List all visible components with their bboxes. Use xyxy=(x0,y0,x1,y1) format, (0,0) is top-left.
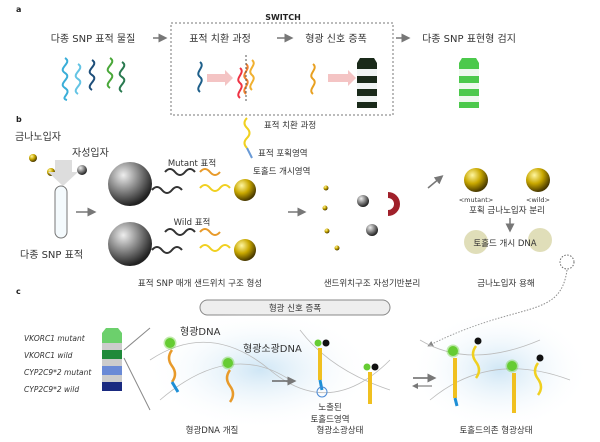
quench-dna-label: 형광소광DNA xyxy=(243,343,302,355)
exposed-label: 노출된 xyxy=(318,402,341,413)
dissolve-label: 금나노입자 용해 xyxy=(477,279,534,289)
toehold-dna-label: 토홀드 개시 DNA xyxy=(473,238,536,249)
toehold-region-label: 토홀드 개시영역 xyxy=(253,166,310,177)
panel-b-label: b xyxy=(16,115,22,124)
switch-label: SWITCH xyxy=(265,13,301,22)
magnetic-caption: 샌드위치구조 자성기반분리 xyxy=(324,278,421,289)
displaced-strands-icon xyxy=(237,55,255,102)
step-detection: 다종 SNP 표현형 검지 xyxy=(422,33,516,45)
down-arrow-icon xyxy=(48,160,78,186)
captured-gold-wild xyxy=(526,168,550,192)
signal-strand-icon xyxy=(310,63,316,95)
switch-box xyxy=(170,22,394,116)
displacement-title: 표적 치환 과정 xyxy=(264,120,316,131)
step-targets: 다종 SNP 표적 물질 xyxy=(51,33,136,45)
step-displacement: 표적 치환 과정 xyxy=(189,33,251,45)
mutant-tag: <mutant> xyxy=(459,196,494,204)
multi-target-label: 다종 SNP 표적 xyxy=(20,249,83,261)
dotted-arrow xyxy=(427,269,568,347)
fluor-dna-label: 형광DNA xyxy=(180,326,221,338)
gold-np-mutant xyxy=(234,179,256,201)
dissolved-gold-2 xyxy=(528,228,552,252)
mutant-target-label: Mutant 표적 xyxy=(168,158,216,169)
wild-target-label: Wild 표적 xyxy=(174,217,211,228)
caption-fluor-modification: 형광DNA 개질 xyxy=(186,425,239,436)
legend-vkorc1-wild: VKORC1 wild xyxy=(24,351,73,360)
fluorophore-icon xyxy=(163,336,177,350)
panel-a-label: a xyxy=(16,5,21,14)
panel-c-label: c xyxy=(16,287,21,296)
magnetic-np-icon xyxy=(77,165,87,175)
pink-arrow-icon-2 xyxy=(328,70,356,86)
legend-vkorc1-mutant: VKORC1 mutant xyxy=(24,334,86,343)
wild-tag: <wild> xyxy=(526,196,550,204)
gold-np-icon xyxy=(29,154,37,162)
gold-np-wild xyxy=(234,239,256,261)
toehold-area-label: 토홀드영역 xyxy=(310,414,349,425)
test-tube-icon xyxy=(54,185,68,239)
barcode-stack-icon xyxy=(102,328,122,391)
gold-np-label: 금나노입자 xyxy=(15,130,61,143)
sandwich-strands xyxy=(151,117,253,254)
amplification-label: 형광 신호 증폭 xyxy=(269,303,322,314)
separation-particles xyxy=(322,185,378,251)
dissolved-gold-1 xyxy=(464,230,488,254)
capture-region-label: 표적 포획영역 xyxy=(258,148,308,159)
legend-cyp2c9-wild: CYP2C9*2 wild xyxy=(24,385,79,394)
pink-arrow-icon xyxy=(207,70,233,86)
caption-toehold-fluor: 토홀드의존 형광상태 xyxy=(459,425,532,436)
captured-gold-mutant xyxy=(464,168,488,192)
legend-cyp2c9-mutant: CYP2C9*2 mutant xyxy=(24,368,92,377)
sandwich-caption: 표적 SNP 매개 샌드위치 구조 형성 xyxy=(138,278,262,289)
magnetic-np-label: 자성입자 xyxy=(72,146,109,159)
green-barcode-icon xyxy=(459,58,479,108)
caption-quenched: 형광소광상태 xyxy=(317,425,364,436)
dark-barcode-icon xyxy=(357,58,377,108)
fluorophore-icon-2 xyxy=(221,356,235,370)
magnet-icon xyxy=(388,192,400,216)
target-strands-icon xyxy=(61,57,126,101)
step-amplification: 형광 신호 증폭 xyxy=(305,33,367,45)
magnetic-bead-wild xyxy=(108,222,152,266)
separation-label: 포획 금나노입자 분리 xyxy=(469,205,545,216)
zoom-circle xyxy=(559,254,575,270)
magnetic-bead-mutant xyxy=(108,162,152,206)
target-strand-icon xyxy=(197,61,203,93)
